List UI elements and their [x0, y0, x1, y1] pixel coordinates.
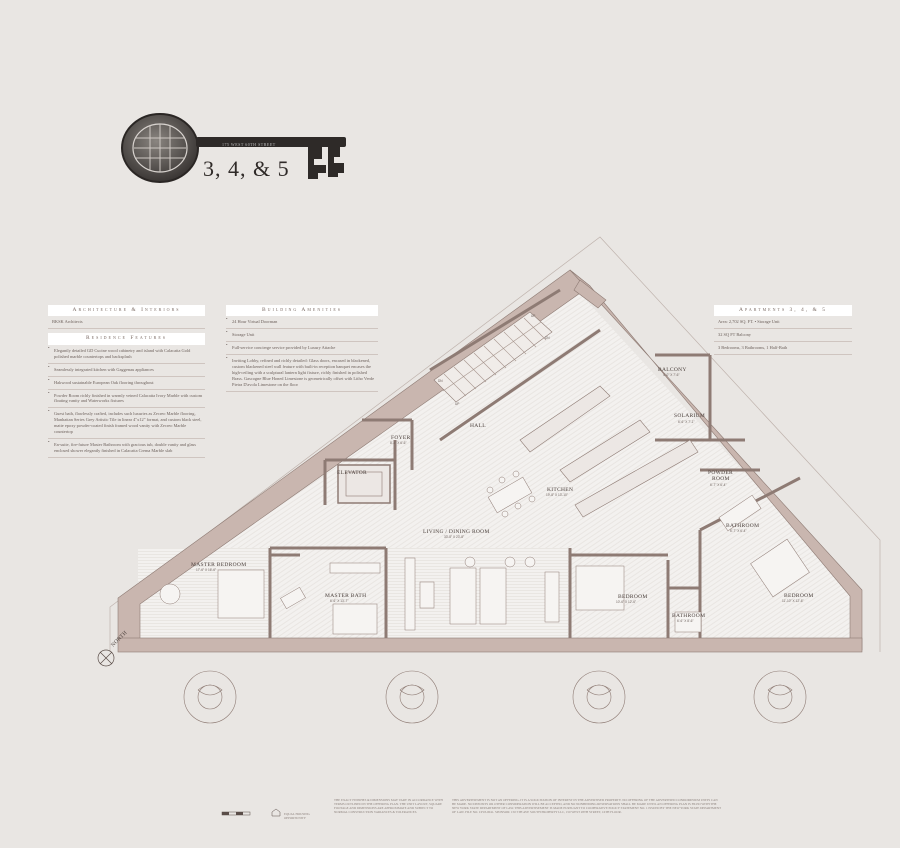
disclaimer-offering: THIS ADVERTISEMENT IS NOT AN OFFERING. I… — [452, 798, 722, 815]
stair-label: UP — [531, 314, 535, 318]
elevator-car — [345, 471, 383, 497]
tree-icon — [385, 670, 439, 724]
amenities-header: Building Amenities — [226, 305, 378, 317]
bedroom-bed — [575, 565, 625, 611]
room-dim: 6'-6" X 8'-6" — [677, 619, 694, 623]
staircase — [433, 311, 553, 403]
master-bed — [159, 569, 265, 619]
room-dim: 6'-7" X 6'-4" — [710, 483, 727, 487]
room-label: LIVING / DINING ROOM — [423, 529, 490, 535]
architecture-panel: Architecture & Interiors BKSK Architects… — [48, 305, 205, 459]
living-furniture — [404, 556, 560, 631]
living-floor — [388, 548, 568, 638]
room-dim: 6'-6" X 13'-7" — [330, 599, 348, 603]
residence-feature: En-suite, fire-future Master Bathroom wi… — [48, 439, 205, 459]
room-dim: 6'-6" X 7'-1" — [678, 420, 695, 424]
room-label: ELEVATOR — [337, 470, 367, 476]
architecture-header: Architecture & Interiors — [48, 305, 205, 317]
room-label: FOYER — [391, 435, 411, 441]
room-dim: 4'-0" X 7'-6" — [663, 373, 680, 377]
room-label: MASTER BATH — [325, 593, 366, 599]
room-dim: 17'-6" X 16'-6" — [196, 568, 216, 572]
apartments-panel: Apartments 3, 4, & 5 Area: 2,702 SQ. FT.… — [714, 305, 852, 356]
floor-area — [135, 288, 862, 638]
key-logo — [118, 108, 368, 198]
amenities-panel: Building Amenities 24 Hour Virtual Doorm… — [226, 305, 378, 392]
room-dim: 8'-4" X 6'-6" — [390, 441, 407, 445]
room-label: BEDROOM — [784, 593, 814, 599]
apartments-header: Apartments 3, 4, & 5 — [714, 305, 852, 317]
elevator-shaft — [337, 464, 391, 504]
room-label: BEDROOM — [618, 594, 648, 600]
stair-label: DN — [545, 336, 550, 340]
room-label: ROOM — [712, 476, 730, 482]
room-labels: BALCONY 4'-0" X 7'-6" SOLARIUM 6'-6" X 7… — [191, 314, 814, 623]
tree-icon — [572, 670, 626, 724]
room-label: POWDER — [708, 470, 733, 476]
room-dim: 33'-8" X 23'-8" — [444, 535, 464, 539]
stair-label: UP — [455, 402, 459, 406]
equal-housing-text: EQUAL HOUSING OPPORTUNITY — [284, 812, 310, 821]
room-label: BATHROOM — [726, 523, 759, 529]
kitchen-casework — [519, 385, 699, 518]
room-label: KITCHEN — [547, 487, 573, 493]
room-dim: 10'-6" X 12'-6" — [616, 600, 636, 604]
disclaimer-finishes: THE EXACT FINISHES & DIMENSIONS MAY VARY… — [334, 798, 443, 815]
room-label: SOLARIUM — [674, 413, 705, 419]
scale-bar — [221, 811, 251, 816]
amenity-item: Inviting Lobby, refined and richly detai… — [226, 355, 378, 392]
room-label: BATHROOM — [672, 613, 705, 619]
key-label: 3, 4, & 5 — [203, 156, 290, 181]
room-dim: 11'-10" X 12'-6" — [782, 599, 804, 603]
dining-table — [486, 470, 536, 518]
room-label: BALCONY — [658, 367, 687, 373]
tree-icon — [753, 670, 807, 724]
stair-label: DN — [438, 379, 443, 383]
room-dim: 19'-8" X 13'-10" — [546, 493, 568, 497]
key-icon — [121, 113, 346, 183]
room-label: HALL — [470, 423, 486, 429]
bedroom-bed — [750, 538, 810, 598]
master-bath-fixtures — [280, 562, 381, 635]
equal-housing-icon — [271, 808, 281, 817]
room-label: MASTER BEDROOM — [191, 562, 246, 568]
bath-vanity — [674, 611, 702, 633]
apartment-spec: 3 Bedrooms, 3 Bathrooms, 1 Half-Bath — [714, 342, 852, 356]
residence-header: Residence Features — [48, 333, 205, 345]
room-dim: 6'-7" X 6'-4" — [730, 529, 747, 533]
tree-icon — [183, 670, 237, 724]
apartment-spec: Area: 2,702 SQ. FT. • Storage Unit — [714, 316, 852, 330]
bathtub — [718, 494, 762, 532]
apartment-spec: 32 SQ FT Balcony — [714, 329, 852, 343]
key-shaft-text: 175 WEST 60TH STREET — [222, 142, 276, 147]
property-line — [109, 236, 881, 652]
architect-name: BKSK Architects — [48, 316, 205, 330]
